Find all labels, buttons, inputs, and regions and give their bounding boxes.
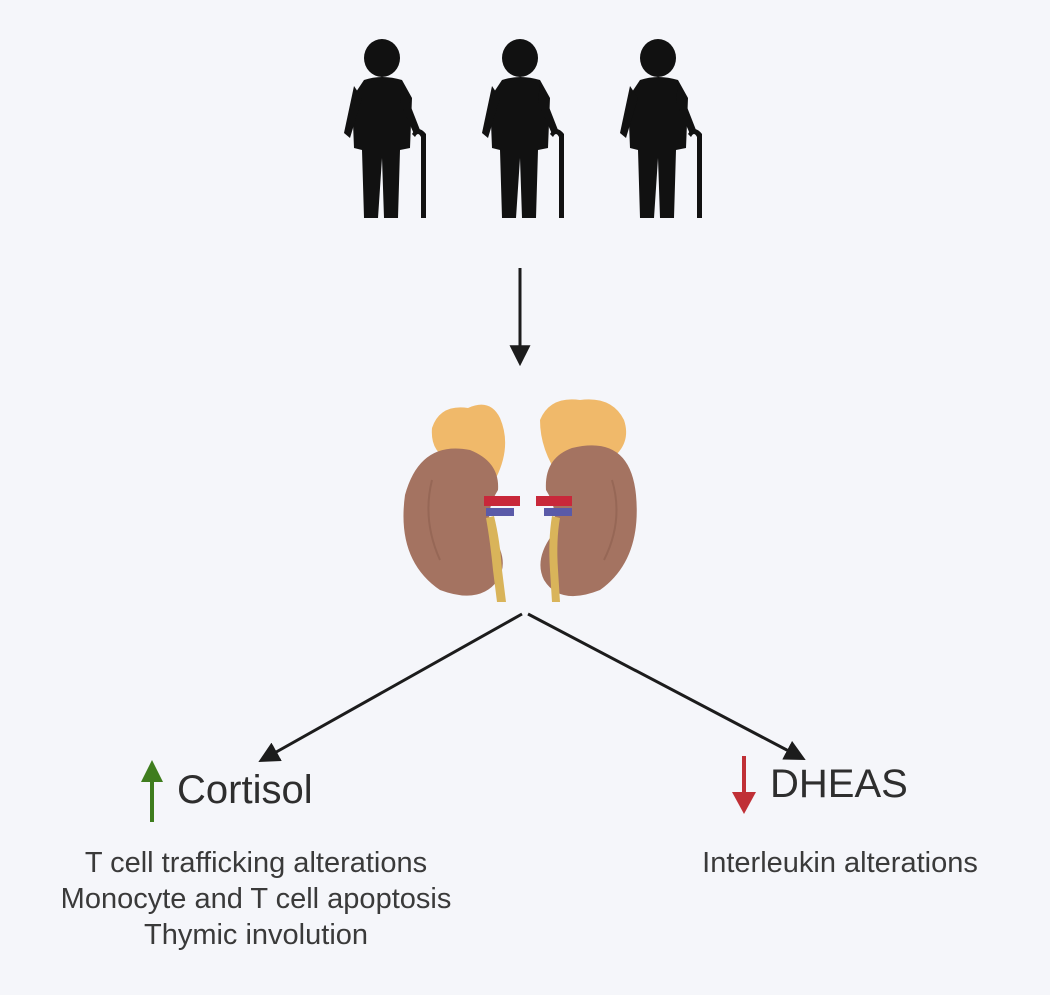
arrow-to-dheas (527, 612, 806, 760)
cortisol-effect-item: T cell trafficking alterations (84, 847, 428, 879)
dheas-effect-item: Interleukin alterations (702, 847, 978, 879)
kidneys-with-adrenal-glands-icon (403, 399, 637, 602)
dheas-effects-list: Interleukin alterations (640, 845, 1040, 881)
dheas-label: DHEAS (770, 762, 908, 806)
cortisol-effect-item: Thymic involution (143, 919, 369, 951)
arrow-to-cortisol (258, 612, 523, 763)
elderly-person-icon (620, 39, 702, 218)
elderly-person-icon (482, 39, 564, 218)
elderly-group (344, 39, 702, 218)
decrease-arrow-icon (732, 756, 756, 814)
cortisol-effects-list: T cell trafficking alterations Monocyte … (0, 845, 512, 953)
increase-arrow-icon (141, 760, 163, 822)
cortisol-effect-item: Monocyte and T cell apoptosis (60, 883, 452, 915)
cortisol-label: Cortisol (177, 768, 313, 812)
elderly-person-icon (344, 39, 426, 218)
